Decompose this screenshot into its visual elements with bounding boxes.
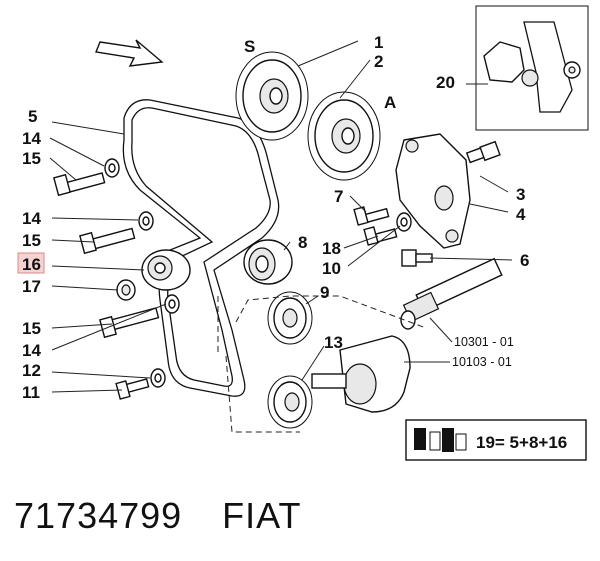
bolt-3 xyxy=(465,140,501,164)
kit-box: 19= 5+8+16 xyxy=(405,419,587,461)
brand-name: FIAT xyxy=(222,495,302,536)
callout-14-low: 14 xyxy=(22,341,41,360)
part-number: 71734799 xyxy=(14,495,183,536)
callout-14-top: 14 xyxy=(22,129,41,148)
bolt-11 xyxy=(115,378,150,400)
callout-2: 2 xyxy=(374,52,383,71)
water-pump-inset xyxy=(475,5,589,131)
callout-12: 12 xyxy=(22,361,41,380)
direction-arrow-icon xyxy=(95,39,164,67)
bolt-15-top xyxy=(53,172,106,197)
bolt-7 xyxy=(353,206,390,226)
tensioner-bracket xyxy=(395,133,471,249)
callout-16: 16 xyxy=(22,255,41,274)
tensioner-pulley-16 xyxy=(141,249,191,291)
callout-15-top: 15 xyxy=(22,149,41,168)
callout-14-mid: 14 xyxy=(22,209,41,228)
callout-11: 11 xyxy=(22,383,40,402)
callout-13: 13 xyxy=(324,333,343,352)
sprocket-9 xyxy=(267,291,313,345)
callout-3: 3 xyxy=(516,185,525,204)
callout-10: 10 xyxy=(322,259,341,278)
callout-8: 8 xyxy=(298,233,307,252)
letter-s: S xyxy=(244,37,255,56)
camshaft-sprocket-s xyxy=(235,51,309,141)
footer: 71734799 FIAT xyxy=(14,486,302,546)
washer-14-top xyxy=(104,158,120,178)
shaft-10301 xyxy=(400,257,503,330)
letter-a: A xyxy=(384,93,396,112)
camshaft-sprocket-a xyxy=(307,91,381,181)
bushing-17 xyxy=(116,279,136,301)
bolt-15-mid xyxy=(79,227,136,255)
bolt-15-low xyxy=(99,307,160,339)
exploded-parts-diagram: 19= 5+8+16 S A 1 2 5 14 15 14 15 xyxy=(17,5,589,461)
bolt-18 xyxy=(363,226,398,246)
kit-parts-icon xyxy=(414,428,467,452)
callout-1: 1 xyxy=(374,33,383,52)
callout-15-mid: 15 xyxy=(22,231,41,250)
reference-10301: 10301 - 01 xyxy=(454,335,514,349)
washer-12 xyxy=(150,368,166,388)
kit-formula: 19= 5+8+16 xyxy=(476,433,567,452)
callout-16-highlight xyxy=(17,252,45,274)
callout-6: 6 xyxy=(520,251,529,270)
reference-10103: 10103 - 01 xyxy=(452,355,512,369)
callout-4: 4 xyxy=(516,205,526,224)
crankshaft-10103 xyxy=(311,335,411,413)
callout-7: 7 xyxy=(334,187,343,206)
washer-7 xyxy=(396,212,412,232)
washer-14-low xyxy=(164,294,180,314)
washer-14-mid xyxy=(138,211,154,231)
crank-sprocket-13 xyxy=(267,375,313,429)
idler-pulley-8 xyxy=(243,239,293,285)
bolt-6 xyxy=(401,249,433,267)
callout-17: 17 xyxy=(22,277,41,296)
callout-5: 5 xyxy=(28,107,37,126)
callout-9: 9 xyxy=(320,283,329,302)
callout-15-low: 15 xyxy=(22,319,41,338)
callout-18: 18 xyxy=(322,239,341,258)
callout-20: 20 xyxy=(436,73,455,92)
